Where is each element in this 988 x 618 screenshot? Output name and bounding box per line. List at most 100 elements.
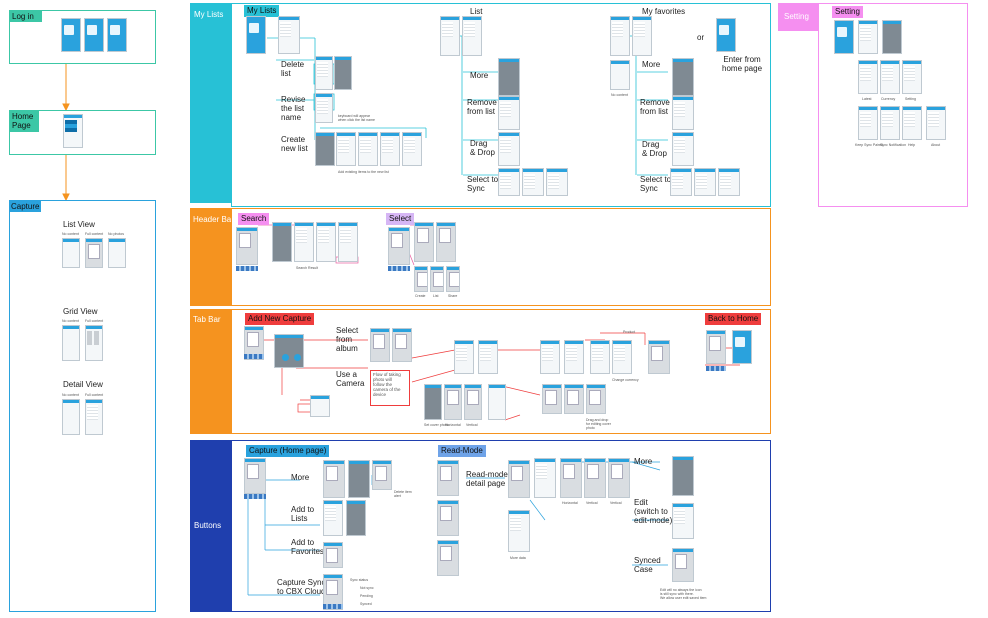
list-no-photos: No photos bbox=[108, 232, 124, 236]
add-favorites-screen bbox=[323, 542, 343, 568]
my-lists-section bbox=[231, 3, 771, 207]
edit-label: Edit (switch to edit-mode) bbox=[634, 498, 673, 526]
read-mode-screen-1 bbox=[437, 460, 459, 496]
read-caption-vertical-2: Vertical bbox=[610, 501, 622, 505]
fav-drag-label: Drag & Drop bbox=[642, 140, 667, 159]
tab-edit-screen-2 bbox=[478, 340, 498, 374]
my-lists-side-label: My Lists bbox=[194, 10, 224, 19]
delete-item-label: Delete item alert bbox=[394, 490, 412, 498]
buttons-side-label: Buttons bbox=[194, 521, 222, 530]
read-detail-scroll-screen bbox=[508, 510, 530, 552]
read-more-label: More bbox=[634, 457, 653, 466]
synced-case-screen bbox=[672, 548, 694, 582]
crop-screen-4 bbox=[488, 384, 506, 420]
tab-product-screen-2 bbox=[564, 340, 584, 374]
not-sync-label: Not sync bbox=[360, 586, 374, 590]
fav-sync-label: Select to Sync bbox=[640, 175, 672, 194]
setting-section bbox=[818, 3, 968, 207]
capture-section bbox=[9, 200, 156, 612]
create-label: Create new list bbox=[281, 135, 308, 154]
camera-note-box bbox=[370, 370, 410, 406]
buttons-side-header bbox=[190, 440, 231, 612]
setting-keep-sync-screen bbox=[858, 106, 878, 140]
keyboard-note: keyboard will appear when click the list… bbox=[338, 114, 375, 122]
read-vertical-screen-1 bbox=[584, 458, 606, 498]
tab-drag-screen-1 bbox=[542, 384, 562, 414]
product-label: Product bbox=[623, 330, 636, 334]
buttons-more-screen-1 bbox=[323, 460, 345, 498]
select-caption-share: Share bbox=[448, 294, 458, 298]
setting-caption-currency: Currency bbox=[881, 97, 896, 101]
synced-label: Synced bbox=[360, 602, 372, 606]
setting-caption-help: Help bbox=[908, 143, 916, 147]
fav-remove-label: Remove from list bbox=[640, 98, 670, 117]
more-data-label: More data bbox=[510, 556, 526, 560]
album-screen-2 bbox=[392, 328, 412, 362]
search-screen-2 bbox=[272, 222, 292, 262]
grid-view-label: Grid View bbox=[63, 307, 98, 316]
camera-alert-screen bbox=[310, 395, 330, 417]
capture-home-tag: Capture (Home page) bbox=[246, 445, 330, 457]
search-tag: Search bbox=[238, 213, 270, 225]
home-label: Home Page bbox=[12, 112, 34, 131]
grid-no-content: No content bbox=[62, 319, 79, 323]
search-screen-1 bbox=[236, 227, 258, 265]
album-screen-1 bbox=[370, 328, 390, 362]
list-screen-2 bbox=[462, 16, 482, 56]
capture-header bbox=[9, 200, 41, 212]
fav-sync-screen-3 bbox=[718, 168, 740, 196]
mylists-screen-home bbox=[246, 16, 266, 54]
login-header bbox=[9, 10, 42, 22]
my-lists-side-header bbox=[190, 3, 231, 203]
list-title: List bbox=[470, 7, 483, 16]
list-screen-nophotos bbox=[108, 238, 126, 268]
add-capture-tag: Add New Capture bbox=[245, 313, 315, 325]
read-detail-screen bbox=[508, 460, 530, 498]
back-home-screen-2 bbox=[732, 330, 752, 364]
favorites-screen-1 bbox=[610, 16, 630, 56]
home-section bbox=[9, 110, 156, 155]
back-home-screen-1 bbox=[706, 330, 726, 364]
mylists-screen-list bbox=[278, 16, 300, 54]
grid-screen-empty bbox=[62, 325, 80, 361]
read-mode-screen-2 bbox=[437, 500, 459, 536]
drag-note: Drag and drop for editing cover photo bbox=[586, 418, 611, 430]
login-label: Log in bbox=[12, 12, 34, 21]
edit-screen bbox=[672, 503, 694, 539]
setting-menu-screen bbox=[858, 20, 878, 54]
grid-screen-full bbox=[85, 325, 103, 361]
add-lists-label: Add to Lists bbox=[291, 505, 315, 524]
add-capture-menu-screen bbox=[274, 334, 304, 368]
read-mode-screen-3 bbox=[437, 540, 459, 576]
grid-full-content: Full content bbox=[85, 319, 104, 323]
login-screen-2 bbox=[84, 18, 104, 52]
list-screen-full bbox=[85, 238, 103, 268]
header-bar-side-header bbox=[190, 208, 231, 306]
create-screen-4 bbox=[380, 132, 400, 166]
fav-more-label: More bbox=[642, 60, 661, 69]
detail-no-content: No content bbox=[62, 393, 79, 397]
setting-setting-screen bbox=[902, 60, 922, 94]
detail-view-label: Detail View bbox=[63, 380, 103, 389]
setting-sync-notif-screen bbox=[880, 106, 900, 140]
login-section bbox=[9, 10, 156, 64]
add-capture-screen bbox=[244, 326, 264, 360]
buttons-section bbox=[231, 440, 771, 612]
add-lists-screen-2 bbox=[346, 500, 366, 536]
tab-drag-screen-3 bbox=[586, 384, 606, 414]
read-detail-label: Read-mode detail page bbox=[466, 470, 508, 489]
synced-case-label: Synced Case bbox=[634, 556, 661, 575]
login-screen-1 bbox=[61, 18, 81, 52]
add-favorites-label: Add to Favorites bbox=[291, 538, 324, 557]
tab-drag-screen-2 bbox=[564, 384, 584, 414]
select-create-screen bbox=[414, 266, 428, 292]
tab-bar-side-label: Tab Bar bbox=[193, 315, 221, 324]
setting-home-screen bbox=[834, 20, 854, 54]
crop-screen-1 bbox=[424, 384, 442, 420]
list-drag-screen bbox=[498, 132, 520, 166]
setting-tag: Setting bbox=[832, 6, 863, 18]
detail-screen-full bbox=[85, 399, 103, 435]
login-screen-3 bbox=[107, 18, 127, 52]
setting-latest-screen bbox=[858, 60, 878, 94]
create-screen-2 bbox=[336, 132, 356, 166]
